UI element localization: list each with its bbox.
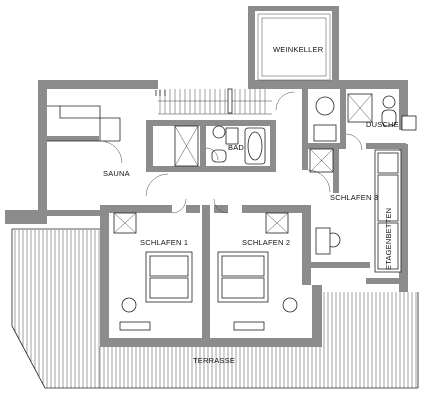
label-etagenbetten: ETAGENBETTEN bbox=[384, 208, 393, 270]
label-schlafen3: SCHLAFEN 3 bbox=[330, 193, 378, 202]
dusche-fixtures bbox=[313, 93, 417, 142]
label-schlafen2: SCHLAFEN 2 bbox=[242, 238, 290, 247]
label-bad: BAD bbox=[228, 143, 244, 152]
label-weinkeller: WEINKELLER bbox=[273, 45, 324, 54]
schlafen3-furniture bbox=[309, 148, 402, 273]
label-sauna: SAUNA bbox=[103, 169, 130, 178]
schlafen1-furniture bbox=[113, 212, 193, 331]
weinkeller-shelf bbox=[257, 13, 331, 81]
terrace-deck bbox=[11, 228, 419, 389]
label-dusche: DUSCHE bbox=[366, 120, 399, 129]
label-terrasse: TERRASSE bbox=[193, 356, 235, 365]
room-labels: WEINKELLER BAD DUSCHE SAUNA SCHLAFEN 3 E… bbox=[103, 45, 399, 365]
bath-fixtures bbox=[174, 125, 266, 167]
doors bbox=[145, 91, 363, 214]
sauna-bench bbox=[47, 105, 123, 164]
staircase bbox=[155, 88, 272, 115]
schlafen2-furniture bbox=[217, 212, 298, 331]
label-schlafen1: SCHLAFEN 1 bbox=[140, 238, 188, 247]
walls bbox=[5, 6, 408, 347]
